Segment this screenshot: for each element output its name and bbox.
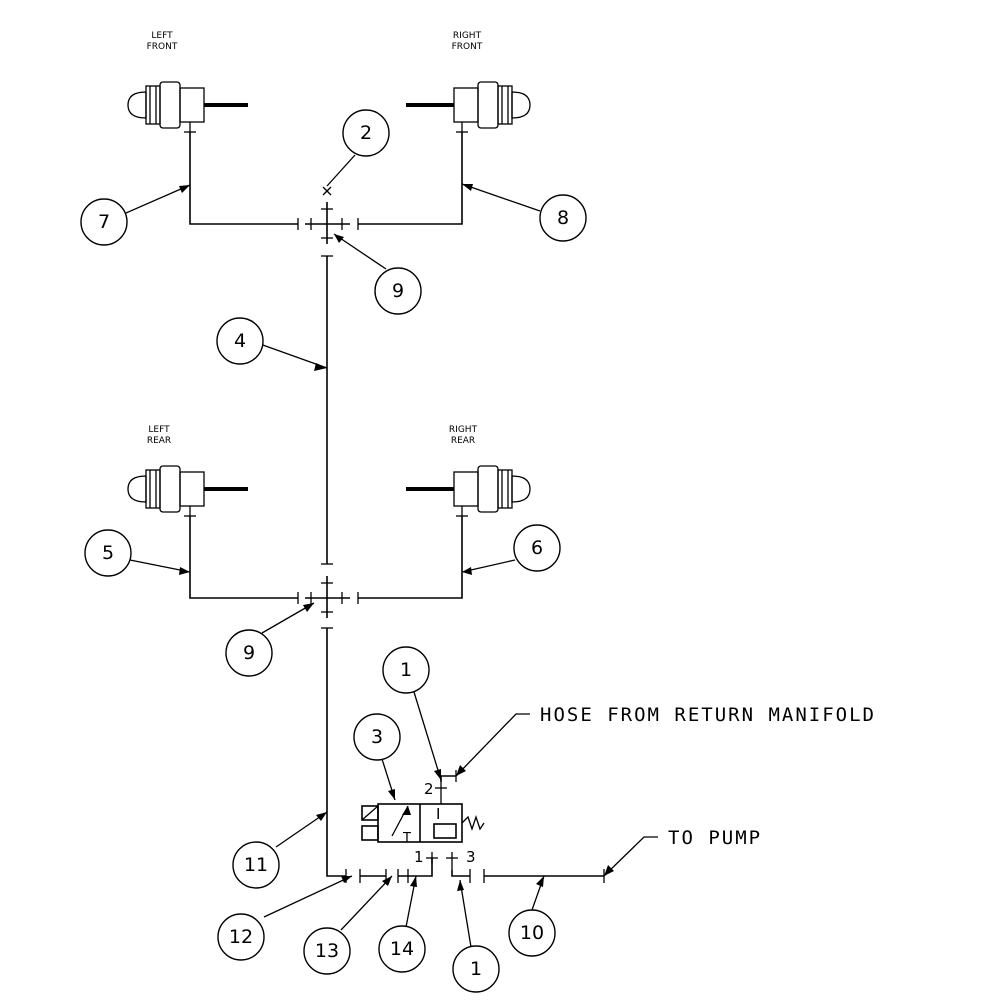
right-front-jack [406,81,531,133]
svg-text:5: 5 [102,542,114,564]
left-front-label-1: LEFT [151,31,173,41]
right-rear-jack [406,465,531,517]
callout-7: 7 [80,198,128,246]
return-manifold-text: HOSE FROM RETURN MANIFOLD [540,704,876,726]
svg-text:13: 13 [315,940,339,962]
callout-5: 5 [84,529,132,577]
left-front-jack [127,81,248,133]
callout-6: 6 [513,524,561,572]
svg-text:2: 2 [360,122,372,144]
svg-text:3: 3 [371,726,383,748]
to-pump-text: TO PUMP [668,827,762,849]
callout-9-top: 9 [374,267,422,315]
svg-text:14: 14 [390,938,414,960]
callout-8: 8 [539,194,587,242]
valve-exhaust-symbol: T [402,831,411,846]
left-rear-label-1: LEFT [148,425,170,435]
left-rear-jack [127,465,248,517]
callout-1-bottom: 1 [452,945,500,993]
callout-12: 12 [217,913,265,961]
left-front-label-2: FRONT [147,42,178,52]
callout-3: 3 [353,713,401,761]
solenoid-valve: I T [361,803,485,846]
svg-text:1: 1 [470,958,482,980]
main-vertical-hose [321,255,333,565]
right-rear-label-1: RIGHT [449,425,478,435]
callout-10: 10 [508,909,556,957]
callout-4: 4 [216,317,264,365]
callout-2: 2 [342,109,390,157]
return-manifold-note: HOSE FROM RETURN MANIFOLD [455,704,876,777]
leader-lines [125,154,545,948]
svg-text:6: 6 [531,537,543,559]
callout-11: 11 [232,841,280,889]
left-rear-label-2: REAR [147,436,171,446]
callout-13: 13 [303,927,351,975]
callout-1-top: 1 [382,646,430,694]
svg-text:10: 10 [520,922,544,944]
rear-hose-lines [189,516,463,604]
rear-cross-fitting [305,576,350,618]
callout-14: 14 [378,925,426,973]
right-front-label-2: FRONT [452,42,483,52]
svg-text:9: 9 [392,280,404,302]
svg-text:11: 11 [244,854,268,876]
svg-text:12: 12 [229,926,253,948]
to-pump-note: TO PUMP [603,827,762,877]
front-hose-lines [189,132,463,230]
port-1-label: 1 [414,848,424,866]
valve-block-symbol: I [436,805,440,823]
valve-ports: 2 1 3 [414,770,605,883]
svg-text:7: 7 [98,211,110,233]
port-2-label: 2 [424,780,434,798]
callout-9-bottom: 9 [225,629,273,677]
svg-text:4: 4 [234,330,246,352]
right-rear-label-2: REAR [451,436,475,446]
svg-text:8: 8 [557,207,569,229]
svg-text:9: 9 [243,642,255,664]
right-front-label-1: RIGHT [453,31,482,41]
port-3-label: 3 [466,848,476,866]
front-cross-fitting [305,186,350,244]
svg-text:1: 1 [400,659,412,681]
